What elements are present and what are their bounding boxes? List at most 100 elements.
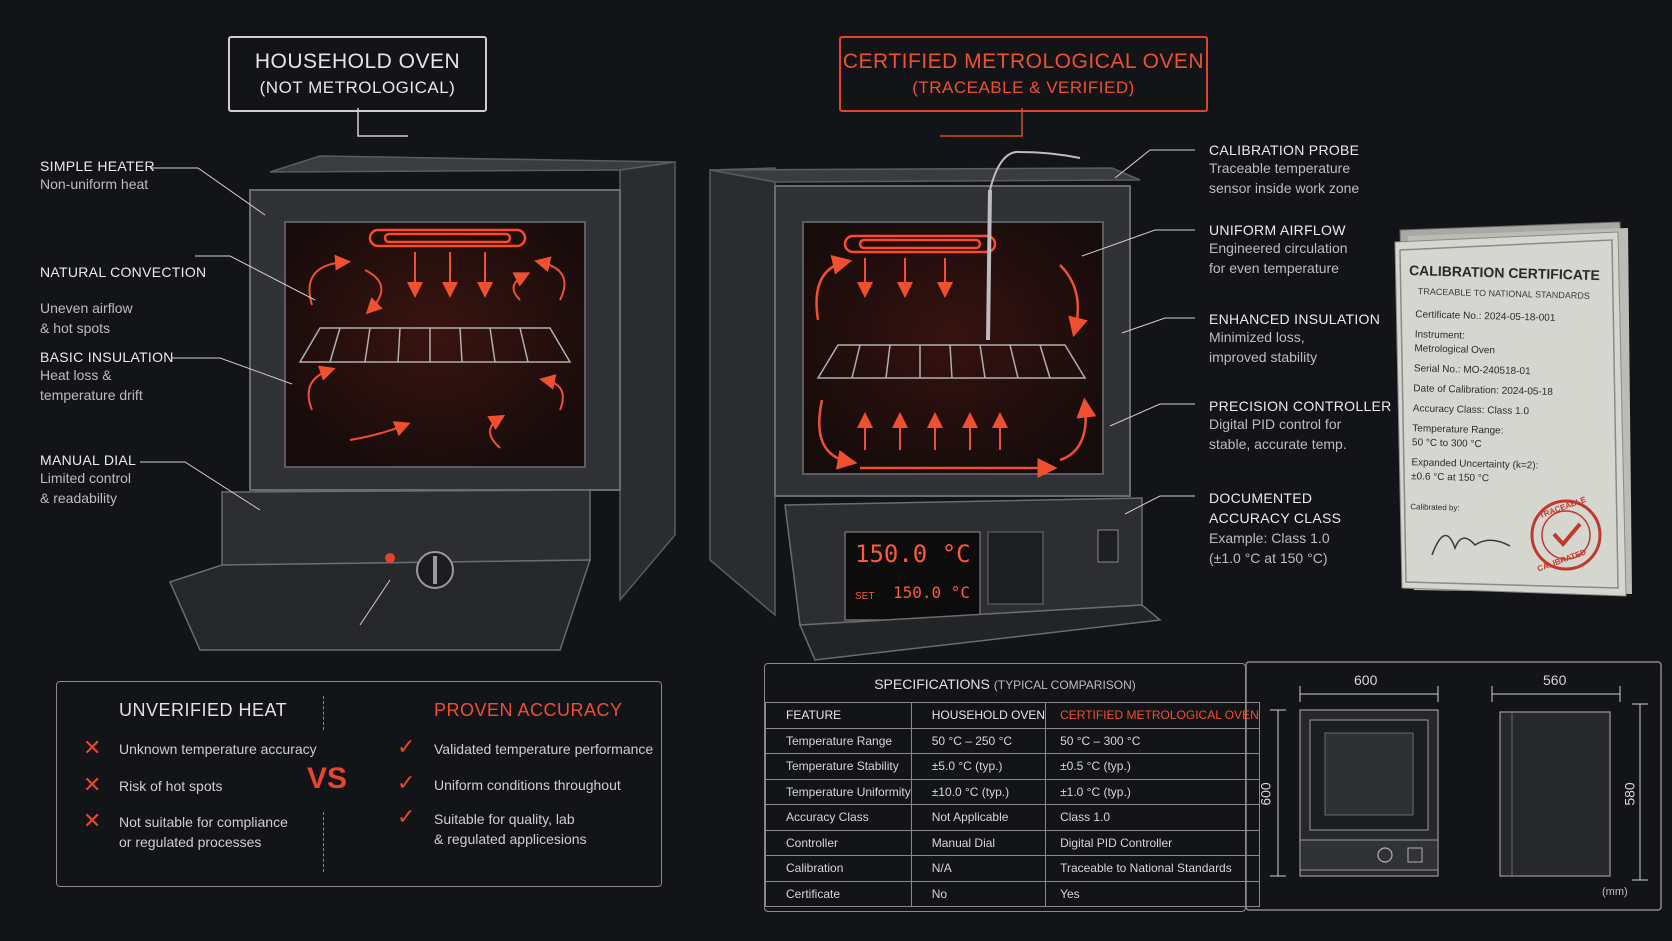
table-cell: Yes [1045, 880, 1260, 907]
callout-heading: NATURAL CONVECTION [40, 264, 207, 280]
callout-desc: Digital PID control for stable, accurate… [1209, 416, 1347, 452]
callout-heading: UNIFORM AIRFLOW [1209, 222, 1346, 238]
certificate-text: CALIBRATION CERTIFICATE TRACEABLE TO NAT… [1398, 250, 1605, 519]
table-row: Controller Manual Dial Digital PID Contr… [765, 829, 1260, 856]
title-connector-left [357, 108, 408, 137]
table-cell: 50 °C – 250 °C [910, 727, 1047, 754]
callout-desc: Limited control & readability [40, 470, 132, 506]
callout-heading: SIMPLE HEATER [40, 158, 155, 174]
table-cell: Traceable to National Standards [1045, 855, 1260, 882]
certified-title: CERTIFIED METROLOGICAL OVEN [842, 50, 1205, 73]
proven-item: Suitable for quality, lab & regulated ap… [434, 811, 587, 847]
table-row: Certificate No Yes [765, 880, 1260, 907]
specifications-title: SPECIFICATIONS (TYPICAL COMPARISON) [765, 676, 1245, 692]
table-cell: Temperature Range [765, 727, 912, 754]
unverified-item: Unknown temperature accuracy [119, 741, 317, 757]
table-cell: ±0.5 °C (typ.) [1045, 753, 1260, 780]
certified-title-box: CERTIFIED METROLOGICAL OVEN (TRACEABLE &… [839, 36, 1208, 112]
unverified-item: Not suitable for compliance or regulated… [119, 814, 288, 850]
certificate-line: Serial No.: MO-240518-01 [1413, 363, 1531, 378]
callout-enhanced-insulation: ENHANCED INSULATION Minimized loss, impr… [1209, 311, 1409, 367]
callout-natural-convection: NATURAL CONVECTION Uneven airflow & hot … [40, 246, 230, 356]
callout-calibration-probe: CALIBRATION PROBE Traceable temperature … [1209, 142, 1409, 198]
callout-heading: ENHANCED INSULATION [1209, 311, 1381, 327]
callout-heading: MANUAL DIAL [40, 452, 137, 468]
household-title: HOUSEHOLD OVEN [254, 50, 461, 73]
dim-front-width: 600 [1354, 672, 1378, 688]
dim-front-height: 600 [1257, 782, 1274, 806]
callout-desc: Minimized loss, improved stability [1209, 329, 1318, 365]
table-cell: No [910, 880, 1047, 907]
display-set-label: SET [855, 591, 875, 602]
table-row: Calibration N/A Traceable to National St… [765, 855, 1260, 882]
table-cell: Manual Dial [910, 829, 1047, 856]
table-cell: 50 °C – 300 °C [1045, 727, 1260, 754]
callout-uniform-airflow: UNIFORM AIRFLOW Engineered circulation f… [1209, 222, 1409, 278]
dim-side-depth: 560 [1543, 672, 1567, 688]
certificate-paper [1394, 221, 1632, 597]
proven-item: Validated temperature performance [434, 741, 654, 757]
callout-desc: Uneven airflow & hot spots [40, 300, 133, 336]
callout-desc: Example: Class 1.0 (±1.0 °C at 150 °C) [1209, 530, 1330, 566]
dim-unit: (mm) [1602, 886, 1628, 898]
header-feature: FEATURE [765, 702, 912, 729]
callout-documented-accuracy-class: DOCUMENTED ACCURACY CLASS Example: Class… [1209, 488, 1409, 568]
callout-heading: BASIC INSULATION [40, 349, 174, 365]
check-icon: ✓ [397, 770, 416, 795]
title-connector-right [940, 108, 1023, 137]
check-icon: ✓ [397, 734, 416, 759]
certified-leaders [1081, 149, 1195, 515]
certificate-title: CALIBRATION CERTIFICATE [1408, 262, 1601, 284]
specifications-title-main: SPECIFICATIONS [874, 676, 990, 692]
table-row: Temperature Uniformity ±10.0 °C (typ.) ±… [765, 778, 1260, 805]
table-header-row: FEATURE HOUSEHOLD OVEN CERTIFIED METROLO… [765, 702, 1260, 729]
household-oven [168, 155, 676, 651]
table-cell: ±10.0 °C (typ.) [910, 778, 1047, 805]
cross-icon: ✕ [83, 808, 102, 833]
proven-item: Uniform conditions throughout [434, 777, 621, 793]
table-cell: ±1.0 °C (typ.) [1045, 778, 1260, 805]
callout-heading: CALIBRATION PROBE [1209, 142, 1360, 158]
callout-simple-heater: SIMPLE HEATER Non-uniform heat [40, 158, 230, 194]
table-cell: Accuracy Class [765, 804, 912, 831]
cross-icon: ✕ [83, 735, 102, 760]
cross-icon: ✕ [83, 772, 102, 797]
unverified-heat-title: UNVERIFIED HEAT [119, 700, 288, 720]
callout-basic-insulation: BASIC INSULATION Heat loss & temperature… [40, 349, 230, 405]
certified-subtitle: (TRACEABLE & VERIFIED) [912, 78, 1135, 97]
certificate-line: Certificate No.: 2024-05-18-001 [1415, 309, 1556, 324]
table-cell: ±5.0 °C (typ.) [910, 753, 1047, 780]
household-subtitle: (NOT METROLOGICAL) [259, 78, 456, 97]
unverified-item: Risk of hot spots [119, 778, 223, 794]
header-household: HOUSEHOLD OVEN [910, 702, 1047, 729]
callout-manual-dial: MANUAL DIAL Limited control & readabilit… [40, 452, 230, 508]
table-row: Accuracy Class Not Applicable Class 1.0 [765, 804, 1260, 831]
dimension-drawings [1245, 661, 1662, 911]
dim-side-height: 580 [1621, 782, 1638, 806]
certificate-line: Accuracy Class: Class 1.0 [1412, 403, 1530, 418]
certificate-line: Date of Calibration: 2024-05-18 [1413, 383, 1553, 398]
specifications-panel: SPECIFICATIONS (TYPICAL COMPARISON) FEAT… [764, 663, 1260, 912]
table-cell: Temperature Stability [765, 753, 912, 780]
certified-oven [709, 150, 1162, 661]
table-cell: Class 1.0 [1045, 804, 1260, 831]
callout-desc: Non-uniform heat [40, 176, 149, 192]
callout-heading: DOCUMENTED ACCURACY CLASS [1209, 490, 1342, 526]
table-cell: Controller [765, 829, 912, 856]
specifications-title-note: (TYPICAL COMPARISON) [993, 678, 1136, 692]
divider [323, 812, 324, 872]
specifications-table: FEATURE HOUSEHOLD OVEN CERTIFIED METROLO… [765, 702, 1260, 907]
display-pv: 150.0 °C [855, 540, 971, 568]
callout-desc: Traceable temperature sensor inside work… [1209, 160, 1360, 196]
table-cell: N/A [910, 855, 1047, 882]
table-cell: Calibration [765, 855, 912, 882]
callout-desc: Engineered circulation for even temperat… [1209, 240, 1348, 276]
check-icon: ✓ [397, 804, 416, 829]
display-sv: 150.0 °C [893, 583, 971, 602]
vs-label: VS [307, 762, 348, 795]
table-row: Temperature Range 50 °C – 250 °C 50 °C –… [765, 727, 1260, 754]
table-cell: Not Applicable [910, 804, 1047, 831]
callout-heading: PRECISION CONTROLLER [1209, 398, 1392, 414]
table-row: Temperature Stability ±5.0 °C (typ.) ±0.… [765, 753, 1260, 780]
